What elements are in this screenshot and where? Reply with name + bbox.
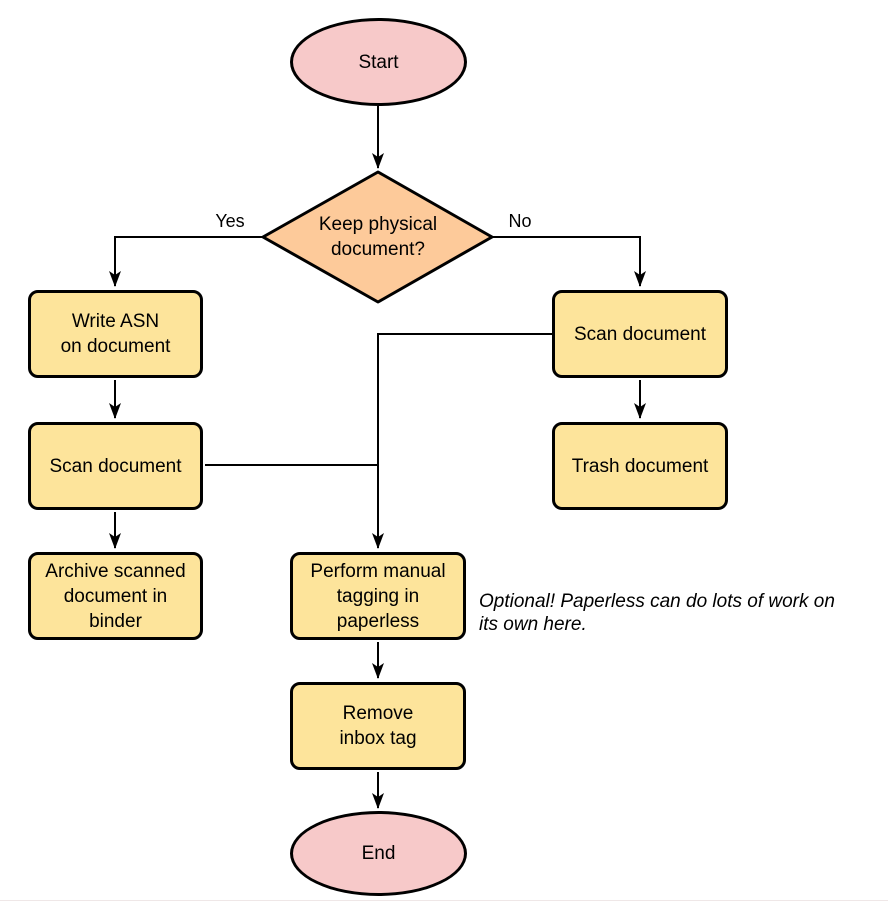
end-label: End [361,843,396,864]
edge-label-no: No [508,211,532,231]
end-node: End [290,811,467,896]
process-manual-tagging-label: Perform manual tagging in paperless [310,560,446,632]
page-bottom-border [0,900,888,901]
process-scan-document-right-label: Scan document [573,323,707,345]
process-write-asn-label: Write ASN on document [60,311,171,357]
decision-node-label: Keep physical document? [318,214,438,260]
process-manual-tagging: Perform manual tagging in paperless [290,552,466,640]
process-scan-document-left: Scan document [28,422,203,510]
process-remove-inbox-tag: Remove inbox tag [290,682,466,770]
start-label: Start [358,51,399,73]
process-remove-inbox-tag-label: Remove inbox tag [339,703,417,749]
edge-decision-yes [109,236,263,287]
edge-label-yes: Yes [215,211,245,231]
process-archive-binder: Archive scanned document in binder [28,552,203,640]
process-trash-document: Trash document [552,422,728,510]
optional-annotation: Optional! Paperless can do lots of work … [479,591,835,635]
edge-scanright-to-tagging [372,333,552,549]
process-write-asn: Write ASN on document [28,290,203,378]
process-scan-document-right: Scan document [552,290,728,378]
decision-diamond-shape [261,170,494,304]
edge-decision-no [492,236,646,287]
process-archive-binder-label: Archive scanned document in binder [45,560,186,632]
process-scan-document-left-label: Scan document [49,455,182,477]
process-trash-document-label: Trash document [571,455,709,477]
start-node: Start [290,18,467,106]
